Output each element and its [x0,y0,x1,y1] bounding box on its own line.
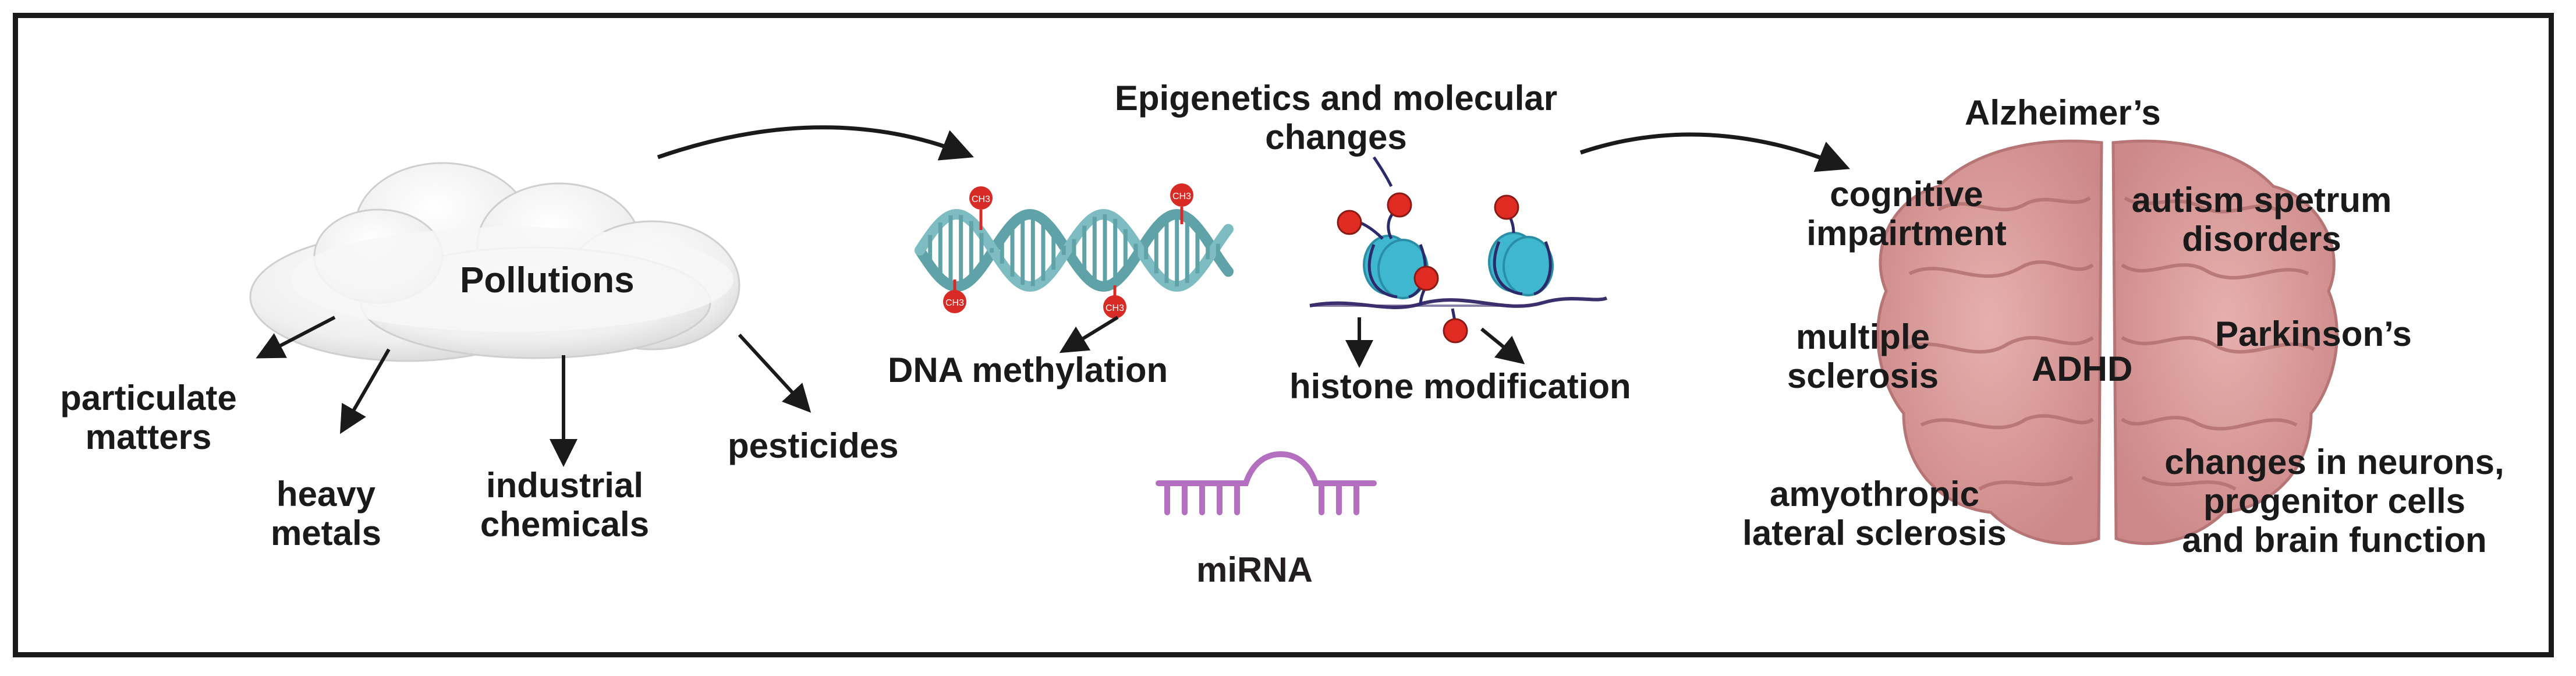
als-label: amyothropic lateral sclerosis [1742,475,2007,553]
heavy-metals-label: heavy metals [270,475,382,553]
adhd-label: ADHD [2032,349,2133,388]
svg-text:CH3: CH3 [1172,192,1191,201]
dna-helix-icon [915,208,1234,292]
mirna-icon [1156,451,1377,515]
arrow-to-heavy-metals [339,348,391,434]
arrow-to-dna-methylation [1059,316,1119,353]
arrow-to-particulate [256,316,336,359]
svg-text:CH3: CH3 [1105,303,1124,313]
arrow-to-outcomes [1579,132,1850,172]
pollutions-label: Pollutions [460,260,635,300]
histone-modification-label: histone modification [1289,367,1631,406]
methyl-tag-4: CH3 [1170,183,1193,224]
parkinsons-label: Parkinson’s [2215,314,2412,353]
pollution-cloud [249,162,740,362]
autism-label: autism spetrum disorders [2131,180,2392,259]
methyl-tag-2: CH3 [943,279,966,313]
svg-text:CH3: CH3 [972,194,990,204]
arrow-to-pesticides [738,333,812,413]
source-arrows [256,316,812,467]
alzheimers-label: Alzheimer’s [1965,93,2161,132]
epigenetics-title: Epigenetics and molecular changes [1114,79,1558,157]
methyl-groups: CH3 CH3 CH3 CH3 [943,183,1193,318]
methyl-tag-3: CH3 [1103,285,1126,318]
methyl-tag-1: CH3 [969,186,993,230]
dna-methylation-label: DNA methylation [888,351,1168,390]
pesticides-label: pesticides [728,426,899,465]
arrow-to-epigenetics [657,125,975,161]
svg-text:CH3: CH3 [945,298,964,308]
multiple-sclerosis-label: multiple sclerosis [1787,317,1939,396]
particulate-matters-label: particulate matters [60,378,237,457]
brain-icon [1876,139,2338,546]
mirna-label: miRNA [1196,550,1313,589]
industrial-chemicals-label: industrial chemicals [480,466,650,544]
cognitive-impairment-label: cognitive impairtment [1806,175,2007,253]
arrow-histone-right [1480,327,1525,364]
neurons-label: changes in neurons, progenitor cells and… [2164,443,2504,560]
histone-icon [1309,156,1608,344]
